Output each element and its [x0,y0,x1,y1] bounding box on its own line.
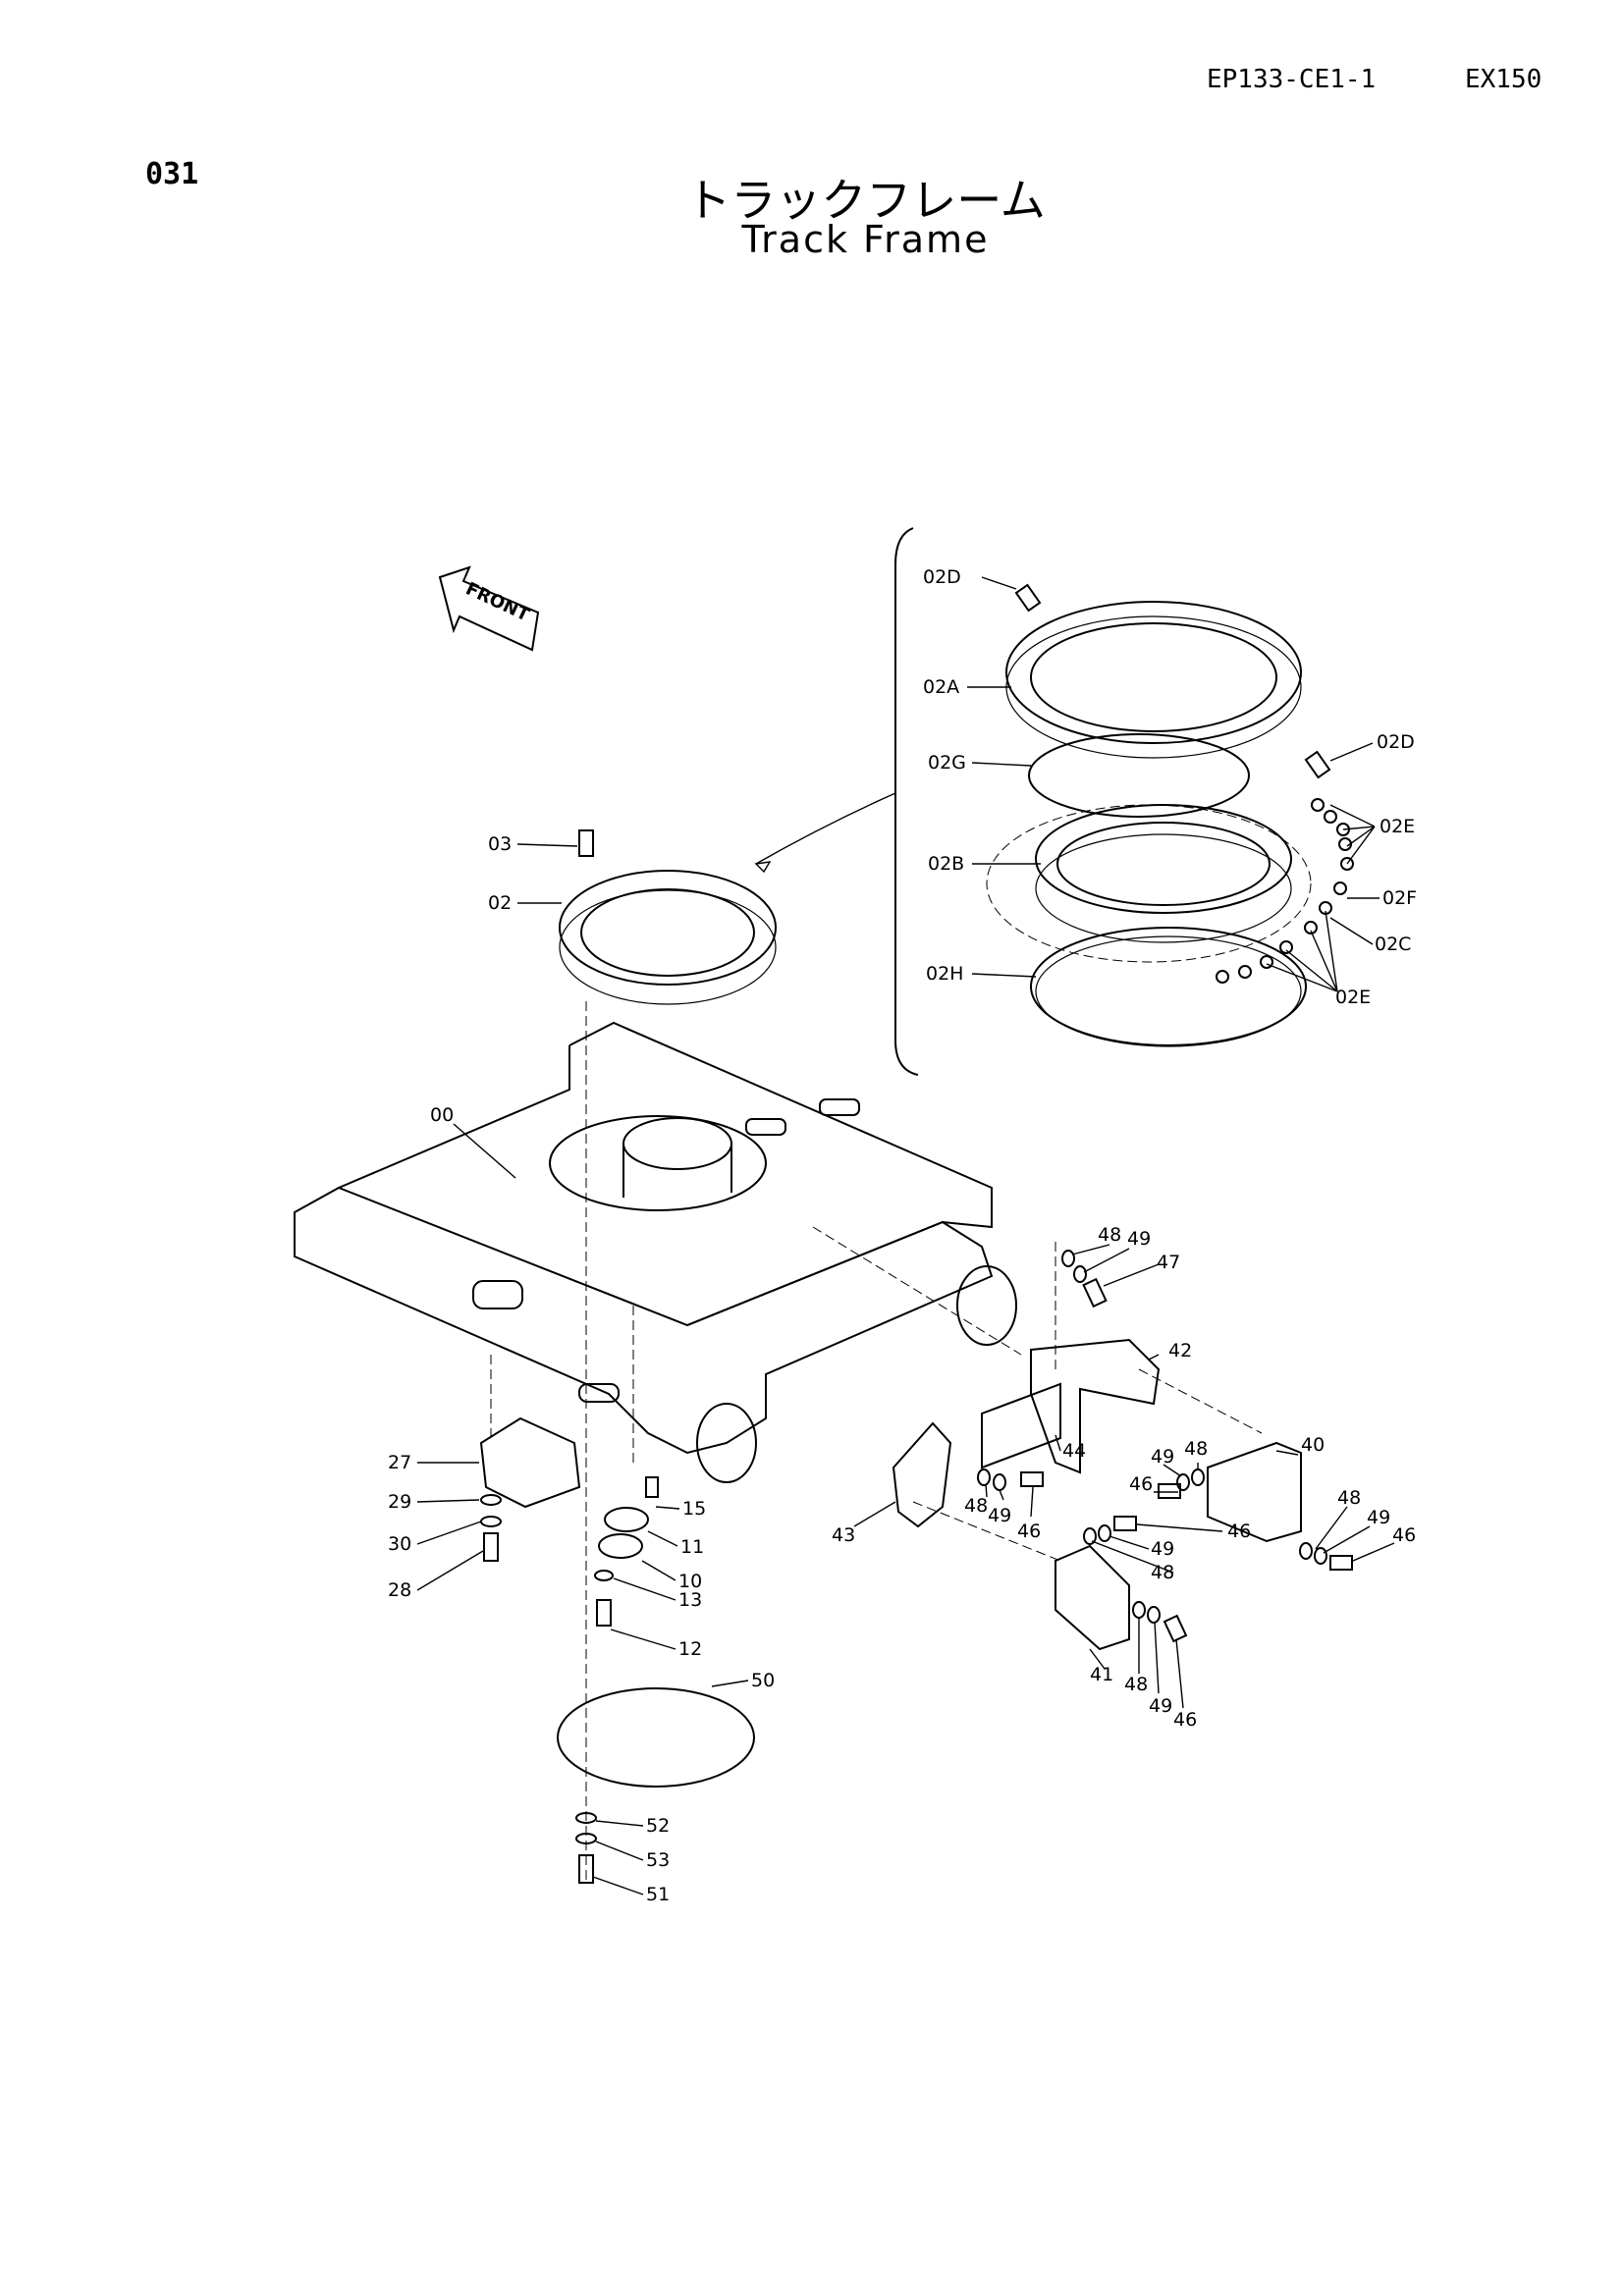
callout-46-b: 46 [1017,1521,1041,1542]
callout-46-e: 46 [1392,1524,1416,1546]
front-arrow: FRONT [438,565,540,652]
callout-02c: 02C [1375,934,1411,955]
bolt-51 [578,1854,594,1884]
callout-46-d: 46 [1227,1521,1251,1542]
bolt-03 [578,829,594,857]
callout-27: 27 [388,1452,411,1473]
callout-40: 40 [1301,1434,1325,1456]
callout-11: 11 [680,1536,704,1558]
callout-28: 28 [388,1579,411,1601]
callout-12: 12 [678,1638,702,1660]
callout-49-f: 49 [1149,1695,1172,1717]
callout-29: 29 [388,1491,411,1513]
model-number: EX150 [1465,65,1542,94]
grease-fitting-02d-top [1014,583,1042,613]
callout-30: 30 [388,1533,411,1555]
leader-lines [416,576,1395,1896]
callout-47: 47 [1157,1252,1180,1273]
callout-49-e: 49 [1367,1507,1390,1528]
callout-51: 51 [646,1884,670,1905]
callout-48-d: 48 [1151,1562,1174,1583]
callout-02a: 02A [923,676,959,698]
callout-02f: 02F [1382,887,1417,909]
callout-02: 02 [488,892,512,914]
cover-42 [1030,1338,1161,1474]
gasket-10 [598,1533,643,1559]
callout-02b: 02B [928,853,964,875]
bracket-27 [479,1416,581,1509]
callout-44: 44 [1062,1440,1086,1462]
swing-bearing-02 [559,870,777,1005]
seal-02h [1030,927,1307,1046]
callout-02d-top: 02D [923,566,961,588]
bolt-28 [483,1532,499,1562]
callout-02g: 02G [928,752,966,774]
callout-46-f: 46 [1173,1709,1197,1731]
callout-02d-right: 02D [1377,731,1415,753]
callout-52: 52 [646,1815,670,1837]
callout-10: 10 [678,1571,702,1592]
callout-48-c: 48 [1184,1438,1208,1460]
bearing-inner-ring-02b [986,804,1312,963]
bracket-43 [892,1421,952,1528]
callout-41: 41 [1090,1664,1113,1685]
document-code: EP133-CE1-1 [1207,65,1377,94]
callout-labels: 02D 02A 02G 02B 02H 02D 02E 02F 02C 02E … [388,566,1417,1905]
title-english: Track Frame [741,218,990,261]
washer-52 [575,1812,597,1824]
title-japanese: トラックフレーム [685,174,1046,227]
callout-48-b: 48 [964,1495,988,1517]
grease-fitting-02d-right [1304,750,1331,779]
callout-15: 15 [682,1498,706,1520]
callout-49-c: 49 [1151,1446,1174,1468]
callout-46-c: 46 [1129,1473,1153,1495]
callout-50: 50 [751,1670,775,1691]
washer-29 [480,1494,502,1506]
callout-49-b: 49 [988,1505,1011,1526]
plate-11 [604,1507,649,1532]
detail-leader [755,792,896,865]
cover-41 [1055,1544,1130,1651]
bearing-outer-ring-02a [1005,601,1302,759]
washer-30 [480,1516,502,1527]
callout-03: 03 [488,833,512,855]
plug-15 [645,1476,659,1498]
washer-13 [594,1570,614,1581]
callout-02e-bottom: 02E [1335,987,1371,1008]
callout-02h: 02H [926,963,963,985]
callout-13: 13 [678,1589,702,1611]
callout-53: 53 [646,1849,670,1871]
cover-40 [1207,1441,1302,1543]
callout-02e-top: 02E [1380,816,1415,837]
callout-48-f: 48 [1124,1674,1148,1695]
callout-48-a: 48 [1098,1224,1121,1246]
seal-02g [1028,733,1250,818]
track-frame-00 [294,1021,1017,1483]
bolt-12 [596,1599,612,1627]
callout-49-d: 49 [1151,1538,1174,1560]
plate-44 [981,1382,1061,1469]
callout-43: 43 [832,1524,855,1546]
washer-53 [575,1833,597,1844]
callout-48-e: 48 [1337,1487,1361,1509]
detail-bracket [894,527,919,1076]
callout-42: 42 [1168,1340,1192,1362]
callout-49-a: 49 [1127,1228,1151,1250]
callout-00: 00 [430,1104,454,1126]
page-number: 031 [145,157,199,191]
front-label: FRONT [462,578,533,625]
cover-50 [557,1687,755,1788]
